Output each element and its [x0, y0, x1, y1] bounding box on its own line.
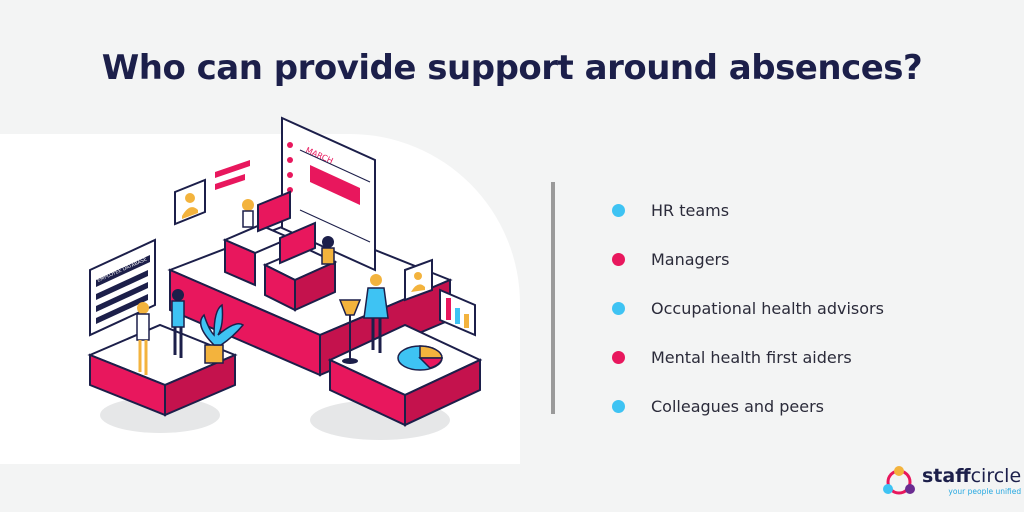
bullet-dot: [612, 351, 625, 364]
logo-tagline: your people unified: [948, 486, 1022, 496]
bullet-dot: [612, 253, 625, 266]
list-item-label: Colleagues and peers: [651, 397, 825, 416]
decor: [199, 258, 476, 371]
people: [136, 199, 389, 375]
divider-line: [551, 182, 555, 414]
list-item: Occupational health advisors: [612, 284, 884, 333]
list-item: Mental health first aiders: [612, 333, 884, 382]
bullet-dot: [612, 204, 625, 217]
staffcircle-logo-icon: [883, 466, 915, 495]
list-item-label: Occupational health advisors: [651, 299, 884, 318]
profile-card-icon: [174, 160, 250, 226]
list-item: Managers: [612, 235, 884, 284]
bullet-dot: [612, 400, 625, 413]
right-platform: [327, 323, 483, 427]
staffcircle-logo: staffcircle your people unified: [882, 465, 1021, 497]
list-item-label: Mental health first aiders: [651, 348, 852, 367]
office-illustration: MARCH EMPLOYEE DATABASE: [87, 116, 483, 440]
logo-name-bold: staff: [922, 464, 971, 487]
page-title: Who can provide support around absences?: [101, 48, 923, 88]
logo-name-light: circle: [970, 464, 1022, 487]
bullet-dot: [612, 302, 625, 315]
support-list: HR teams Managers Occupational health ad…: [612, 186, 884, 431]
desks: [222, 190, 338, 312]
list-item-label: HR teams: [651, 201, 730, 220]
list-item: HR teams: [612, 186, 884, 235]
list-item: Colleagues and peers: [612, 382, 884, 431]
list-item-label: Managers: [651, 250, 730, 269]
